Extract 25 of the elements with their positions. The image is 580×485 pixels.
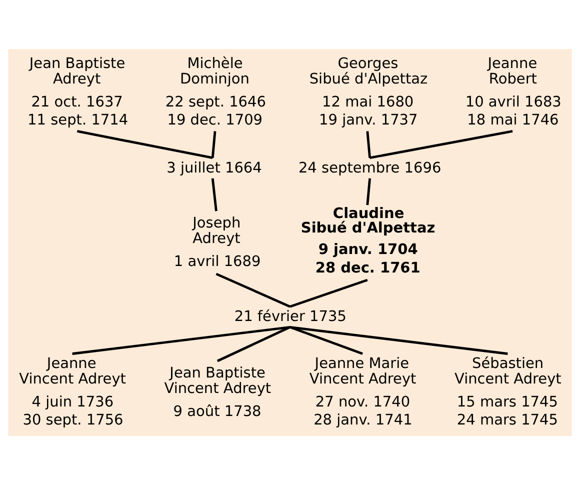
node-text: Michèle Dominjon 22 sept. 1646 19 dec. 1709 [165, 56, 266, 129]
connector [290, 326, 363, 355]
connector [366, 131, 372, 158]
connector [290, 326, 508, 355]
connector [72, 326, 290, 355]
node-text: Sébastien Vincent Adreyt 15 mars 1745 24 mars 1745 [454, 356, 562, 429]
node-text: 21 février 1735 [234, 309, 346, 326]
node-text: 3 juillet 1664 [166, 160, 262, 176]
node-text: Claudine Sibué d'Alpettaz 9 janv. 1704 28 dec. 1761 [300, 206, 436, 276]
node-text: Jean Baptiste Vincent Adreyt 9 août 1738 [164, 365, 272, 420]
node-text: Jeanne Vincent Adreyt 4 juin 1736 30 sept. 1756 [19, 356, 126, 429]
node-text: 24 septembre 1696 [298, 160, 442, 176]
connector [290, 278, 368, 308]
connector [76, 130, 213, 160]
node-text: Jean Baptiste Adreyt 21 oct. 1637 11 sept. 1714 [28, 56, 128, 129]
connector [370, 130, 513, 160]
connector [216, 326, 291, 362]
connector [211, 131, 216, 158]
connector [366, 178, 372, 206]
node-text: Georges Sibué d'Alpettaz 12 mai 1680 19 janv. 1737 [309, 56, 428, 129]
connector [216, 272, 290, 308]
node-text: Joseph Adreyt 1 avril 1689 [174, 216, 261, 270]
connector [211, 178, 218, 212]
node-text: Jeanne Robert 10 avril 1683 18 mai 1746 [465, 56, 562, 129]
node-text: Jeanne Marie Vincent Adreyt 27 nov. 1740 28 janv. 1741 [309, 356, 416, 429]
